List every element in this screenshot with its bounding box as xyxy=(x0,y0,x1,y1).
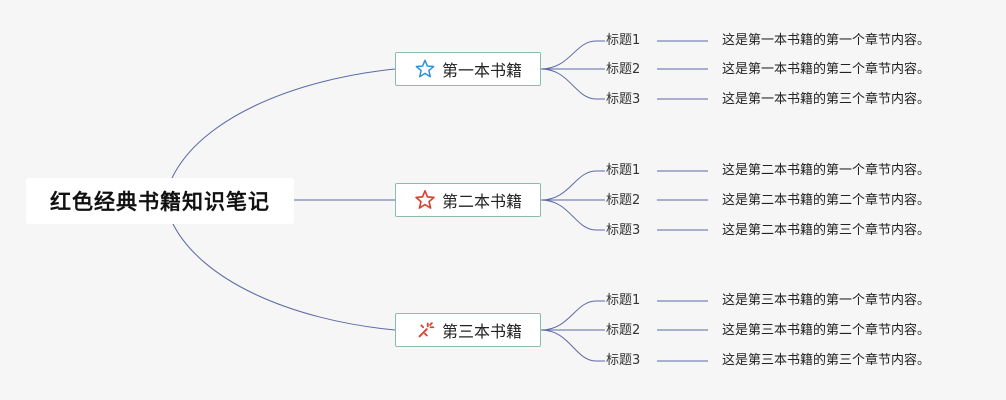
chapter-label[interactable]: 标题1 xyxy=(606,163,641,178)
chapter-label[interactable]: 标题3 xyxy=(606,223,641,238)
chapter-label[interactable]: 标题2 xyxy=(606,62,641,77)
book-node-3[interactable]: 第三本书籍 xyxy=(395,313,541,347)
chapter-label[interactable]: 标题1 xyxy=(606,293,641,308)
book-node-2[interactable]: 第二本书籍 xyxy=(395,183,541,217)
book-node-1[interactable]: 第一本书籍 xyxy=(395,52,541,86)
chapter-label[interactable]: 标题1 xyxy=(606,33,641,48)
root-title: 红色经典书籍知识笔记 xyxy=(50,190,270,214)
fireworks-icon xyxy=(414,319,436,341)
chapter-label[interactable]: 标题2 xyxy=(606,193,641,208)
star-outline-icon xyxy=(414,189,436,211)
chapter-content[interactable]: 这是第二本书籍的第一个章节内容。 xyxy=(722,163,931,178)
chapter-content[interactable]: 这是第一本书籍的第三个章节内容。 xyxy=(722,92,931,107)
chapter-content[interactable]: 这是第二本书籍的第二个章节内容。 xyxy=(722,193,931,208)
chapter-label[interactable]: 标题2 xyxy=(606,323,641,338)
root-node[interactable]: 红色经典书籍知识笔记 xyxy=(26,178,294,224)
book-title: 第二本书籍 xyxy=(441,192,522,211)
book-title: 第三本书籍 xyxy=(441,322,522,341)
chapter-content[interactable]: 这是第一本书籍的第一个章节内容。 xyxy=(722,33,931,48)
chapter-content[interactable]: 这是第三本书籍的第一个章节内容。 xyxy=(722,293,931,308)
chapter-content[interactable]: 这是第三本书籍的第三个章节内容。 xyxy=(722,353,931,368)
chapter-content[interactable]: 这是第二本书籍的第三个章节内容。 xyxy=(722,223,931,238)
chapter-label[interactable]: 标题3 xyxy=(606,353,641,368)
star-outline-icon xyxy=(414,58,436,80)
chapter-label[interactable]: 标题3 xyxy=(606,92,641,107)
chapter-content[interactable]: 这是第三本书籍的第二个章节内容。 xyxy=(722,323,931,338)
book-title: 第一本书籍 xyxy=(441,61,522,80)
chapter-content[interactable]: 这是第一本书籍的第二个章节内容。 xyxy=(722,62,931,77)
